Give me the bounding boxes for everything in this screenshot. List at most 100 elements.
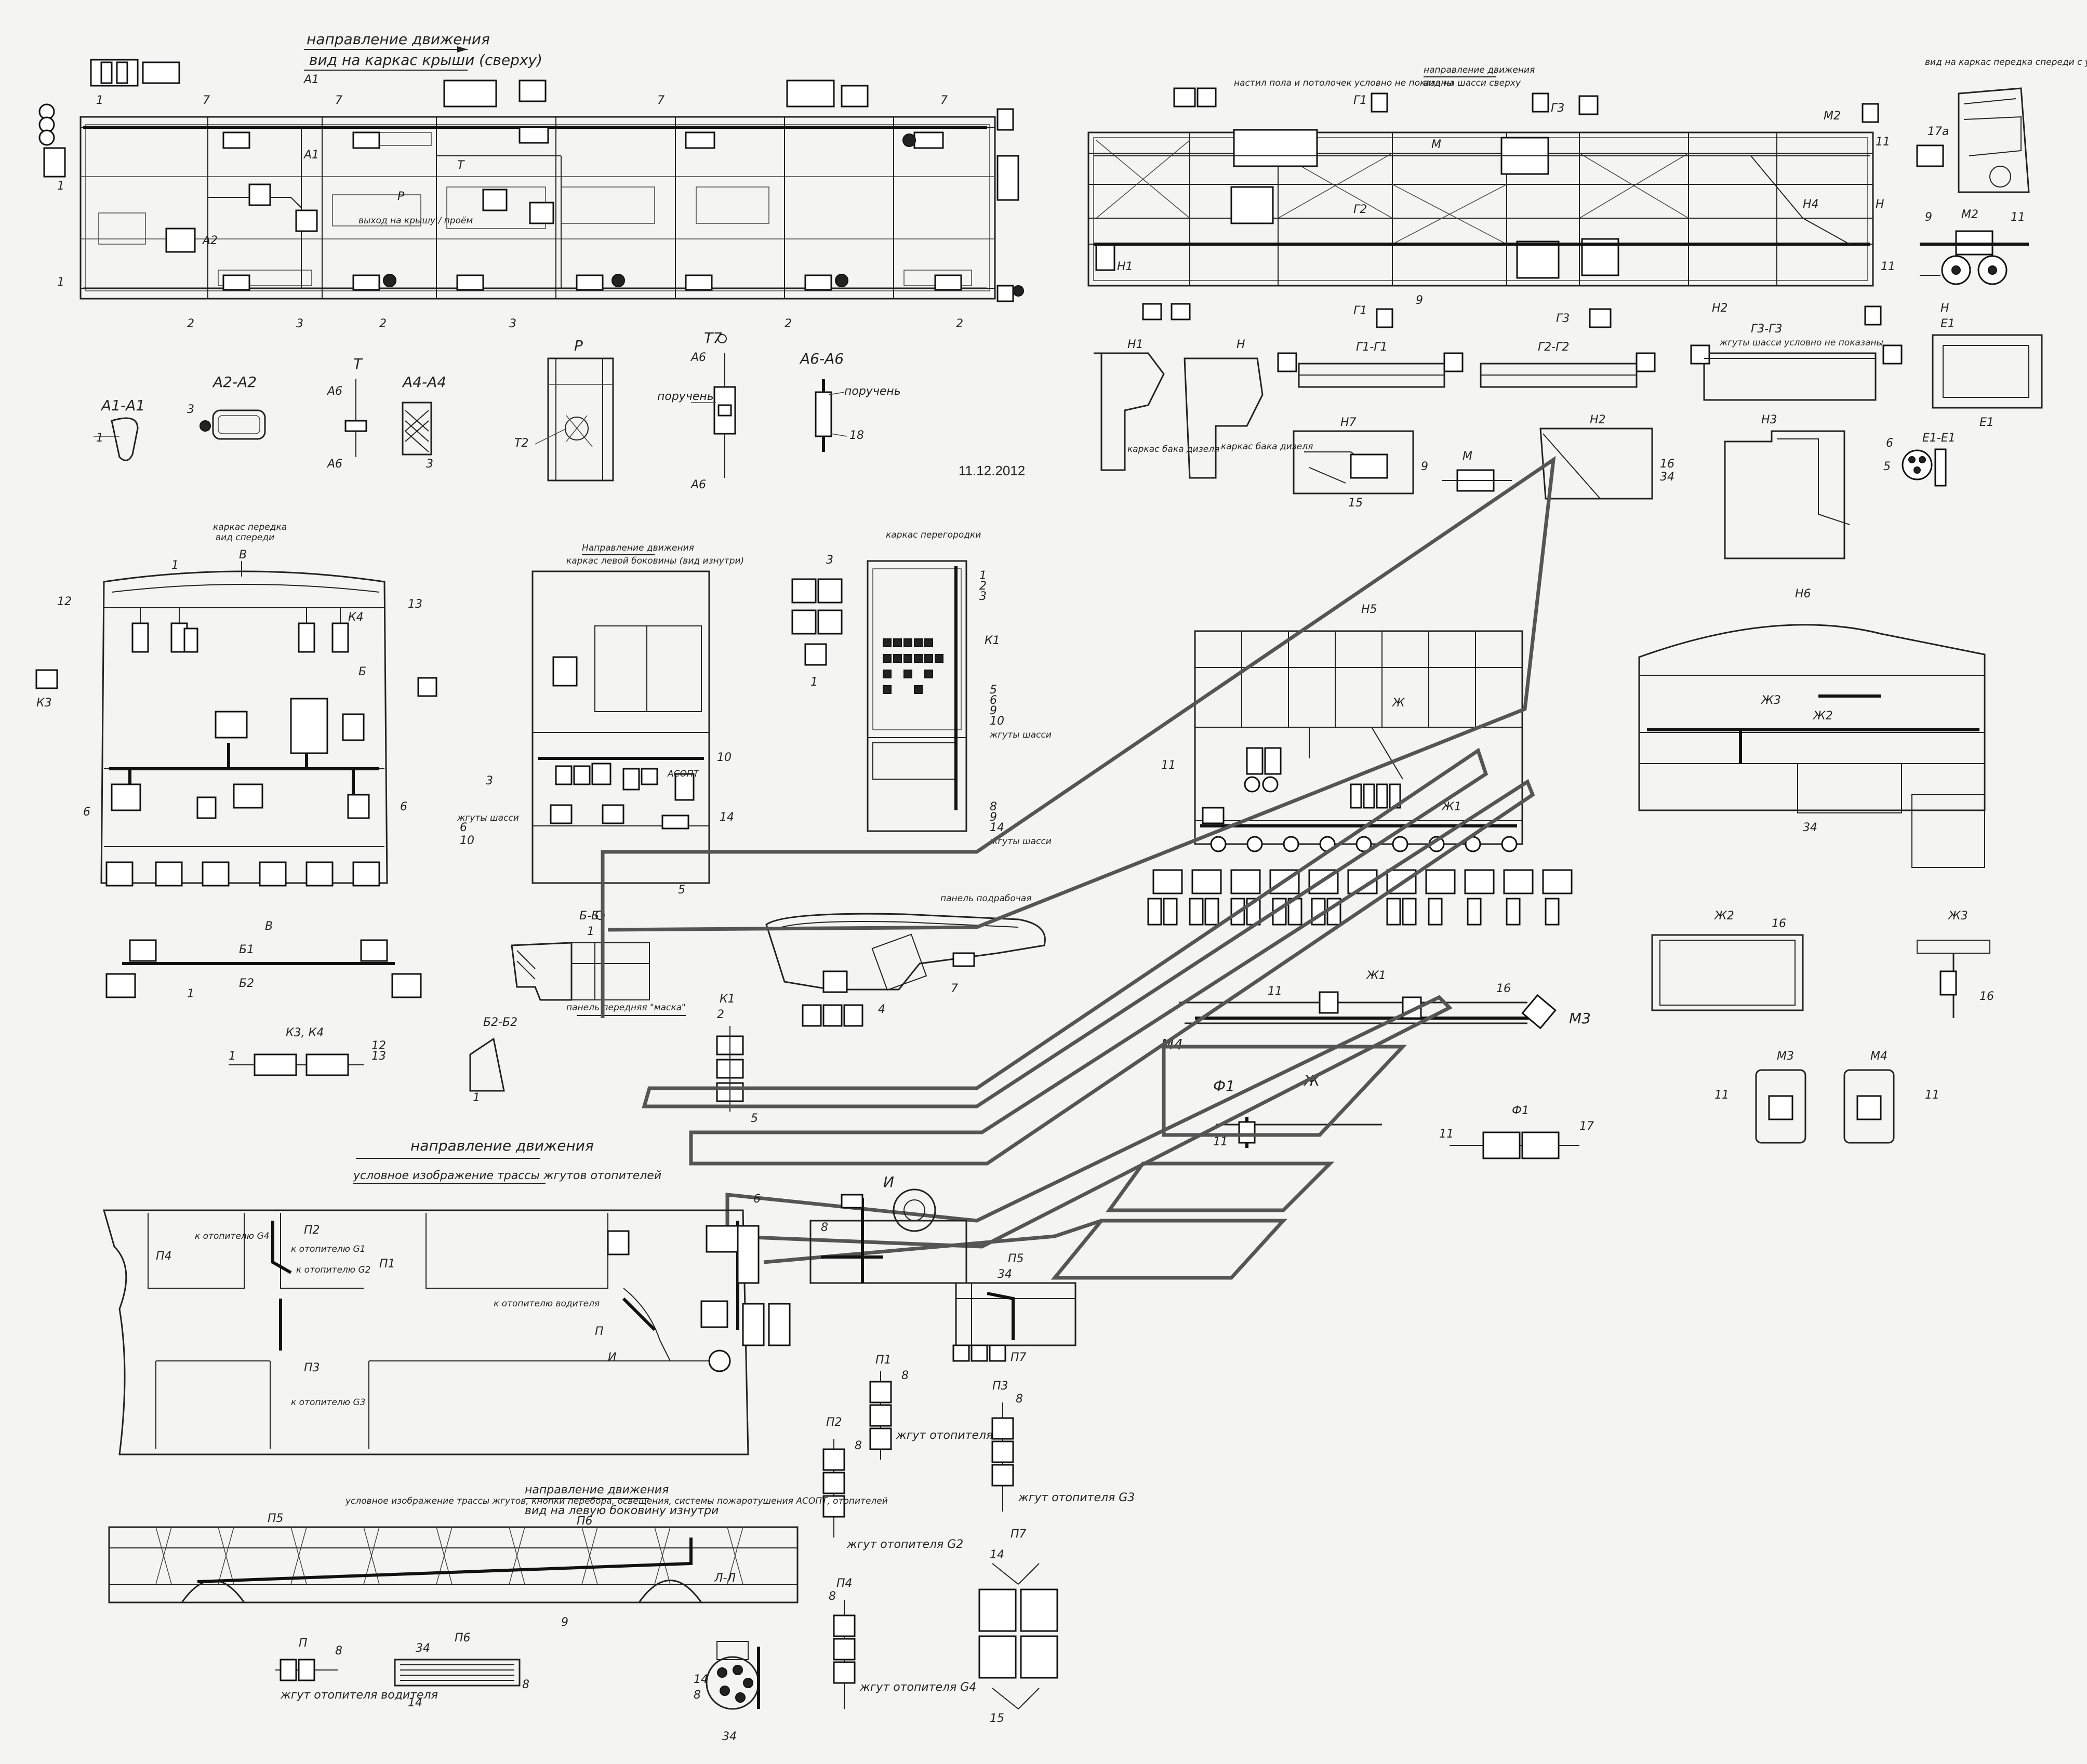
roof-frame-view: направление движения вид на каркас крыши… <box>38 31 1024 330</box>
section-a6-title: А6-А6 <box>799 350 844 367</box>
partition-n1: 1 <box>810 676 818 689</box>
partition-l1: 1 <box>979 569 987 582</box>
front-k3k4: К3, К4 <box>286 1026 324 1039</box>
i-view: И 8 П5 34 П7 <box>809 1173 1076 1364</box>
chassis-m: М <box>1431 138 1441 151</box>
rear-h5: Н5 <box>1361 603 1377 616</box>
front-panel-m2: М2 <box>1961 208 1978 221</box>
left-side-frame-view: Направление движения каркас левой бокови… <box>457 543 744 897</box>
sec-h3-title: Н3 <box>1761 413 1777 426</box>
roof-marker-a1: А1 <box>303 73 319 86</box>
section-views-row: А1-А1 1 А2-А2 3 Т А6 А6 А4-А4 3 <box>94 355 446 471</box>
route-guidelines <box>601 456 1556 1280</box>
m4-title: М4 <box>1870 1050 1887 1063</box>
m3-n11: 11 <box>1714 1089 1729 1102</box>
roof-marker-2c: 2 <box>785 317 792 330</box>
front-connectors <box>35 622 437 887</box>
front-k-n12: 12 <box>371 1039 386 1052</box>
side-wall-view: условное изображение трассы жгутов, кноп… <box>108 1484 888 1629</box>
rear-zh2-n16: 16 <box>1772 917 1786 930</box>
hh-p2: П2 <box>826 1416 842 1429</box>
front-b-right: Б <box>358 665 366 678</box>
partition-n3: 3 <box>826 554 833 567</box>
section-p-title: Р <box>574 337 583 354</box>
roof-marker-1a: 1 <box>96 94 103 107</box>
chassis-m2: М2 <box>1824 110 1841 123</box>
roof-cut-label: выход на крышу / проём <box>358 216 473 226</box>
section-t-title: Т <box>353 355 363 372</box>
bl-p: П <box>299 1637 308 1650</box>
roof-left-connectors <box>38 103 1019 302</box>
section-a2-n3: 3 <box>187 403 194 416</box>
front-b1: Б1 <box>239 943 254 956</box>
partition-l3: 3 <box>979 590 987 603</box>
chassis-g2: Г2 <box>1353 203 1367 216</box>
section-t7-handrail: поручень <box>657 390 714 403</box>
front-n13: 13 <box>408 598 422 611</box>
hh-p2-n8: 8 <box>855 1439 862 1452</box>
left-n14: 14 <box>720 811 734 824</box>
rear-zh2-title: Ж2 <box>1713 910 1734 923</box>
section-t7-a6: А6 <box>690 351 706 364</box>
partition-chassis2: жгуты шасси <box>989 836 1052 847</box>
section-a4-n3: 3 <box>426 458 433 471</box>
bl-driver: жгут отопителя водителя <box>280 1689 438 1702</box>
hh-p1-n8: 8 <box>901 1369 909 1382</box>
front-panel-view: вид на каркас передка спереди с установк… <box>1916 57 2087 285</box>
bl-p6-n8: 8 <box>522 1678 529 1691</box>
rear-zh2a: Ж2 <box>1812 710 1833 723</box>
sec-h7-title: Н7 <box>1340 416 1357 429</box>
chassis-sections-row: Н1 каркас бака дизеля Н каркас бака дизе… <box>1094 302 2043 479</box>
bl-n8: 8 <box>335 1645 342 1658</box>
section-t7-title: Т7 <box>704 329 722 346</box>
sec-h7-n15: 15 <box>1348 497 1363 510</box>
section-t7-a6b: А6 <box>690 478 706 491</box>
ll-n34: 34 <box>722 1730 737 1743</box>
left-n3: 3 <box>486 774 493 787</box>
dash-n4: 4 <box>878 1003 885 1016</box>
left-n10: 10 <box>460 834 474 847</box>
side-p6: П6 <box>577 1515 593 1528</box>
sec-m-title: М <box>1463 450 1472 463</box>
partition-chassis1: жгуты шасси <box>989 730 1052 740</box>
rear-n11: 11 <box>1161 759 1176 772</box>
zh1-m3: М3 <box>1569 1010 1591 1027</box>
sec-h-title: Н <box>1237 338 1245 351</box>
partition-l10: 10 <box>990 715 1004 728</box>
hh-g4: жгут отопителя G4 <box>859 1681 976 1694</box>
zh1-section: Ж1 11 16 М3 М4 <box>1161 969 1591 1053</box>
side-caption: вид на левую боковину изнутри <box>525 1504 719 1517</box>
rear-connector-row <box>1147 836 1573 926</box>
sec-h1-title: Н1 <box>1127 338 1144 351</box>
front-n6b: 6 <box>400 800 407 813</box>
roof-marker-a1b: А1 <box>303 149 319 162</box>
roof-marker-7d: 7 <box>940 94 948 107</box>
dash-panel-bottom: панель подрабочая <box>940 893 1031 904</box>
partition-l9: 9 <box>990 704 997 717</box>
rear-zh3-title: Ж3 <box>1947 910 1968 923</box>
m4-n11: 11 <box>1925 1089 1939 1102</box>
partition-l5: 5 <box>990 684 997 697</box>
partition-l2: 2 <box>979 580 987 593</box>
sec-g3g3-title: Г3-Г3 <box>1751 323 1782 336</box>
section-a1-title: А1-А1 <box>100 397 145 414</box>
sec-h2-title: Н2 <box>1590 413 1606 426</box>
dashboard-view: Б-Б панель передняя "маска" К1 2 1 панел… <box>511 893 1046 1125</box>
heater-p4: П4 <box>156 1250 172 1263</box>
roof-marker-7b: 7 <box>335 94 342 107</box>
dash-panel-front: панель передняя "маска" <box>566 1003 686 1013</box>
drawing-date: 11.12.2012 <box>959 463 1025 478</box>
hh-p7: П7 <box>1011 1528 1027 1541</box>
rear-right-h6: Н6 Ж3 Ж2 34 Ж2 16 Ж3 16 <box>1638 587 1994 1018</box>
section-t-a4b: А6 <box>326 458 342 471</box>
chassis-n9: 9 <box>1416 294 1423 307</box>
dash-n7: 7 <box>951 982 958 995</box>
f1-title: Ф1 <box>1512 1104 1529 1117</box>
partition-n9: 9 <box>990 811 997 824</box>
hh-p7-n15: 15 <box>990 1712 1004 1725</box>
sec-h1-caption: каркас бака дизеля <box>1127 444 1219 455</box>
ll-n14: 14 <box>694 1673 708 1686</box>
partition-caption: каркас перегородки <box>886 530 981 540</box>
roof-marker-p: Р <box>397 190 405 203</box>
sec-g1g1-title: Г1-Г1 <box>1356 341 1387 354</box>
